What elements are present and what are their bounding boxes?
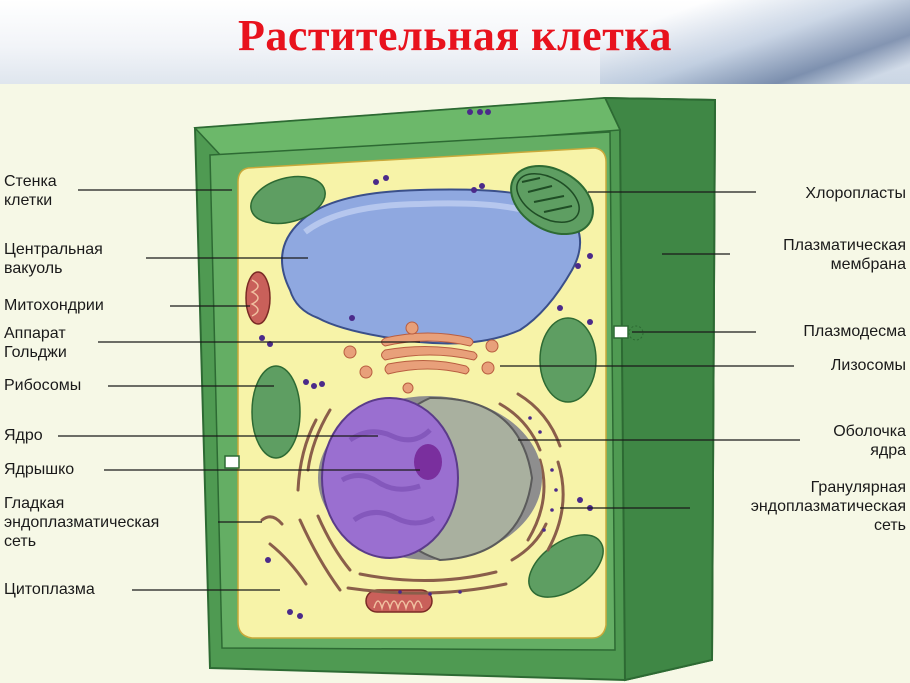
leader-lines: [58, 189, 800, 591]
ribosomes: [259, 109, 593, 619]
label-ribosomes: Рибосомы: [4, 377, 82, 394]
er-ribosomes: [398, 416, 558, 596]
page-title: Растительная клетка: [238, 11, 672, 60]
header-decoration: [600, 0, 910, 84]
label-lysosomes: Лизосомы: [830, 357, 906, 374]
plasmodesma: [224, 325, 644, 469]
central-vacuole: [281, 188, 582, 345]
nucleolus: [414, 444, 442, 480]
label-nucleus: Ядро: [4, 427, 43, 444]
lysosomes: [343, 321, 499, 394]
label-cytoplasm: Цитоплазма: [4, 581, 95, 598]
label-nucleolus: Ядрышко: [4, 461, 75, 478]
label-plasmodesma: Плазмодесма: [803, 323, 906, 340]
mitochondria: [245, 271, 433, 613]
golgi-apparatus: [381, 332, 478, 375]
endoplasmic-reticulum: [260, 392, 565, 595]
plant-cell-diagram: [58, 96, 800, 682]
label-chloroplasts: Хлоропласты: [805, 185, 906, 202]
label-mitochondria: Митохондрии: [4, 297, 104, 314]
chloroplasts: [250, 164, 604, 598]
nucleus: [318, 396, 542, 562]
header-banner: Растительная клетка: [0, 0, 910, 84]
